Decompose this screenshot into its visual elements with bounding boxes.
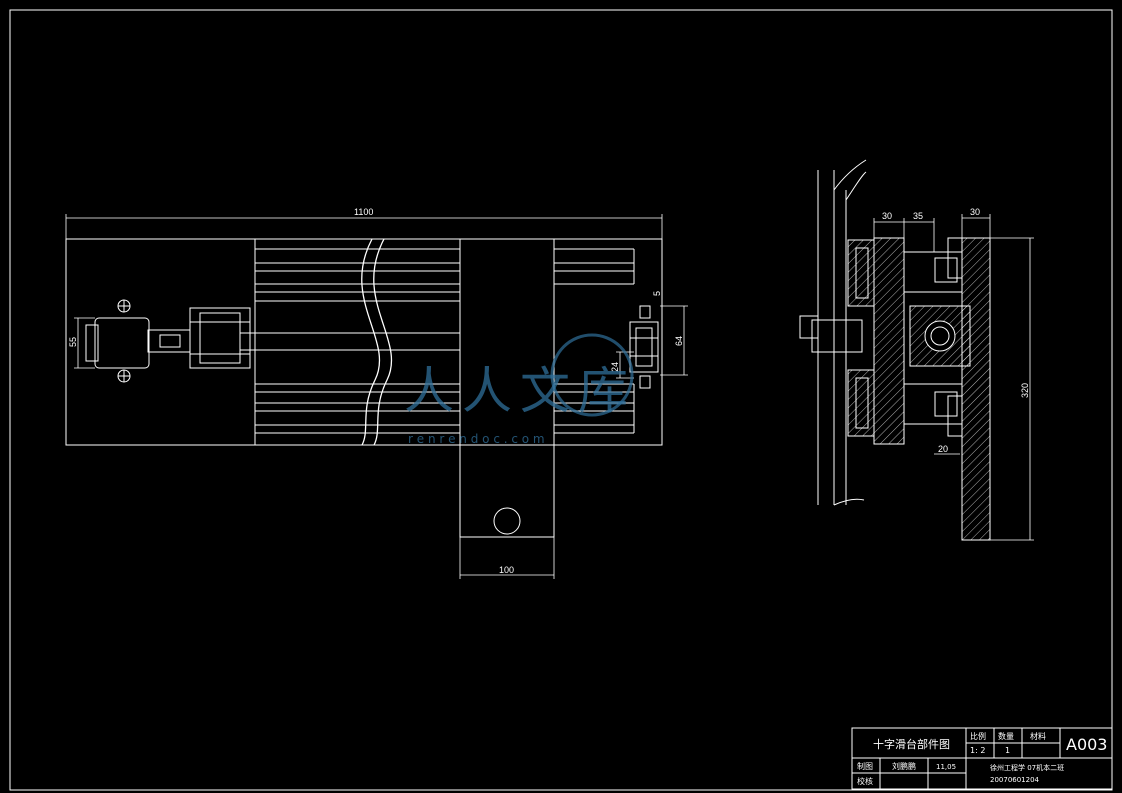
dim-bearing-offset: 24 [610,362,620,372]
dim-small-gap: 5 [652,291,662,296]
dim-side-height: 320 [1020,383,1030,398]
watermark-url: r e n r e n d o c . c o m [408,432,545,446]
bearing-block [189,307,251,369]
rail-lines-left [254,239,460,445]
tb-drafter-label: 制图 [857,761,873,771]
dim-slide-width: 100 [499,565,514,575]
dim-side-w3: 30 [970,207,980,217]
motor-body [94,317,150,369]
title-block [851,727,1113,790]
tb-school: 徐州工程学 07机本二班 [990,763,1064,772]
tb-student-id: 20070601204 [990,776,1040,784]
dim-overall-length: 1100 [354,207,373,217]
dim-bearing-span: 64 [674,336,684,346]
tb-title: 十字滑台部件图 [873,737,950,751]
tb-material-label: 材料 [1030,731,1046,741]
dim-side-bottom: 20 [938,444,948,454]
dim-side-w2: 35 [913,211,923,221]
end-bearing [629,321,659,373]
tb-drafter-name: 刘鹏鹏 [892,761,916,771]
tb-date: 11,05 [936,763,956,771]
front-view [65,238,663,538]
side-dimensions [873,214,1034,541]
tb-ratio-label: 比例 [970,731,986,741]
sheet-border [9,9,1113,791]
side-view [799,159,991,541]
tb-checker-label: 校核 [857,776,873,786]
break-line [361,238,381,446]
tb-qty-label: 数量 [998,731,1014,741]
tb-drawing-no: A003 [1066,735,1107,754]
tb-qty-value: 1 [1005,746,1010,755]
watermark-chars: 人人文库 [404,362,636,420]
tb-ratio-value: 1: 2 [970,746,985,755]
front-dimensions [65,214,688,579]
watermark: 人人文库 r e n r e n d o c . c o m [404,333,636,446]
dim-side-w1: 30 [882,211,892,221]
dim-motor-height: 55 [68,337,78,347]
